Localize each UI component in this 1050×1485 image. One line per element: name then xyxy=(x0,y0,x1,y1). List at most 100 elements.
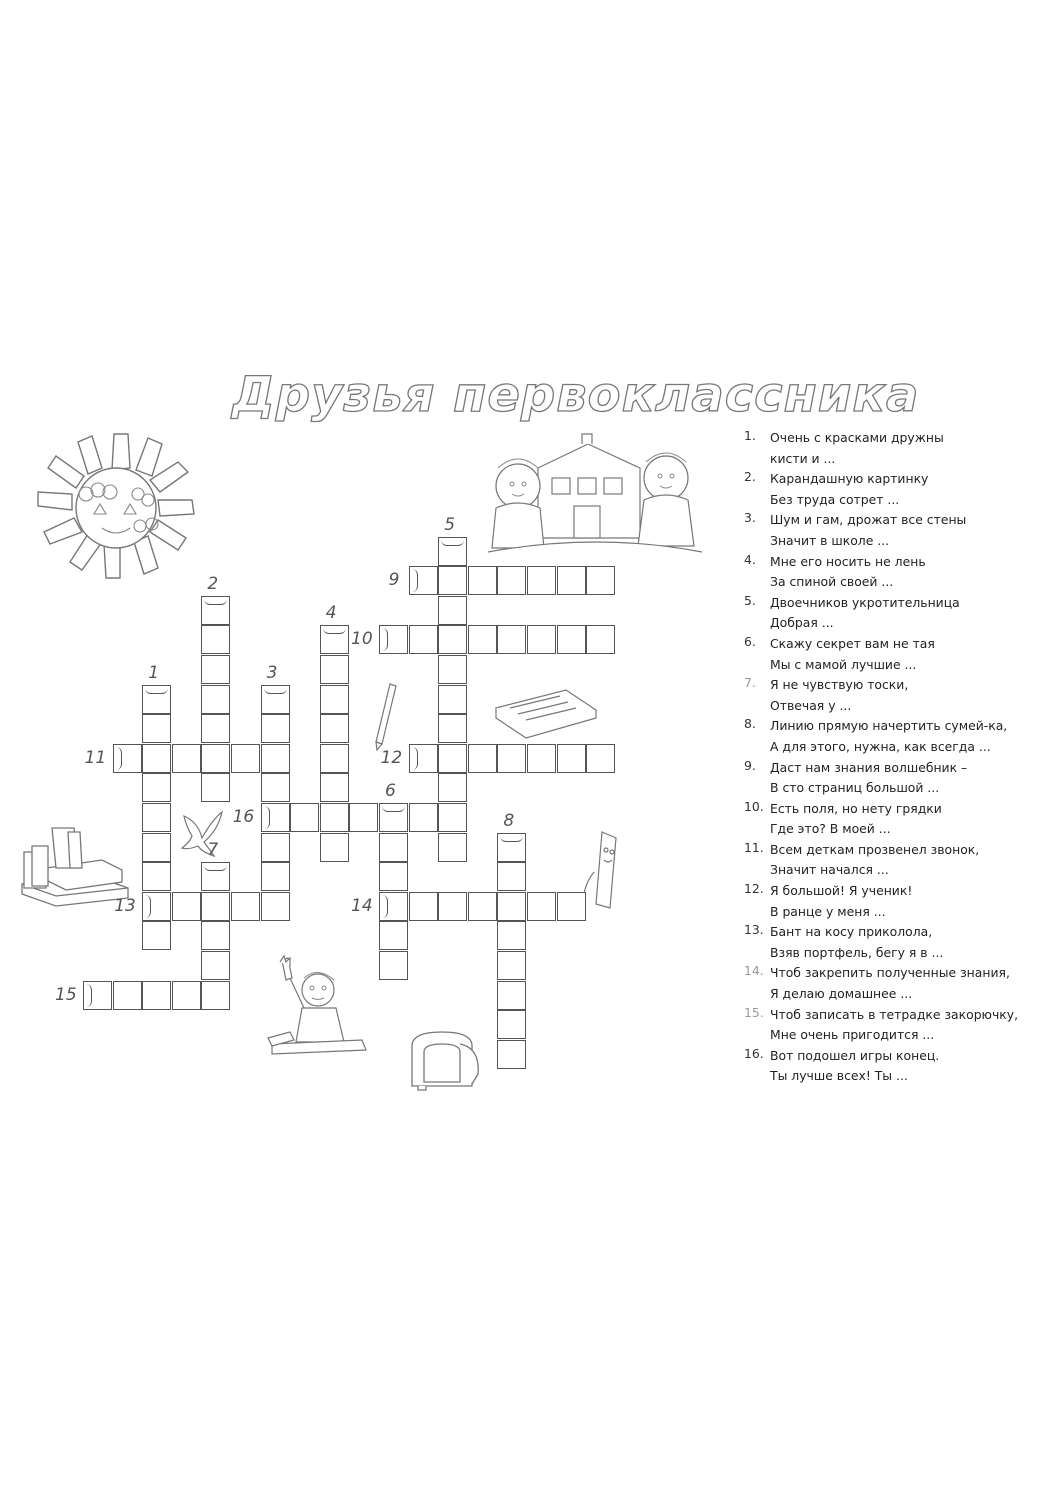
grid-cell[interactable] xyxy=(112,743,142,773)
grid-cell[interactable] xyxy=(467,891,497,921)
grid-cell[interactable] xyxy=(408,566,438,596)
grid-cell[interactable] xyxy=(497,862,527,892)
grid-cell[interactable] xyxy=(438,714,468,744)
grid-cell[interactable] xyxy=(260,803,290,832)
grid-cell[interactable] xyxy=(83,980,112,1010)
grid-cell[interactable] xyxy=(497,1039,527,1069)
grid-cell[interactable] xyxy=(201,921,231,951)
grid-cell[interactable] xyxy=(319,684,349,714)
grid-cell[interactable] xyxy=(171,743,201,773)
grid-cell[interactable] xyxy=(379,891,408,921)
grid-cell[interactable] xyxy=(586,566,616,596)
grid-cell[interactable] xyxy=(379,921,408,951)
grid-cell[interactable] xyxy=(467,743,497,773)
grid-cell[interactable] xyxy=(497,832,527,862)
grid-cell[interactable] xyxy=(379,951,408,980)
grid-cell[interactable] xyxy=(201,951,231,980)
clue-line-2: Отвечая у ... xyxy=(770,697,852,713)
grid-cell[interactable] xyxy=(201,862,231,892)
grid-cell[interactable] xyxy=(260,832,290,862)
grid-cell[interactable] xyxy=(319,743,349,773)
grid-cell[interactable] xyxy=(260,773,290,803)
grid-cell[interactable] xyxy=(319,832,349,862)
grid-cell[interactable] xyxy=(201,595,231,625)
grid-cell[interactable] xyxy=(260,891,290,921)
grid-cell[interactable] xyxy=(438,536,468,566)
grid-cell[interactable] xyxy=(142,980,172,1010)
grid-cell[interactable] xyxy=(379,832,408,862)
grid-cell[interactable] xyxy=(171,891,201,921)
grid-cell[interactable] xyxy=(497,1010,527,1040)
grid-cell[interactable] xyxy=(201,684,231,714)
grid-cell[interactable] xyxy=(319,803,349,832)
clue-number: 8. xyxy=(744,716,756,732)
grid-cell[interactable] xyxy=(527,566,556,596)
grid-cell[interactable] xyxy=(438,803,468,832)
grid-cell[interactable] xyxy=(201,625,231,655)
grid-cell[interactable] xyxy=(408,891,438,921)
grid-cell[interactable] xyxy=(556,566,586,596)
grid-cell[interactable] xyxy=(467,566,497,596)
grid-cell[interactable] xyxy=(497,951,527,980)
grid-cell[interactable] xyxy=(142,891,172,921)
grid-cell[interactable] xyxy=(527,743,556,773)
grid-cell[interactable] xyxy=(438,566,468,596)
grid-cell[interactable] xyxy=(497,980,527,1010)
grid-cell[interactable] xyxy=(260,684,290,714)
grid-cell[interactable] xyxy=(556,625,586,655)
grid-cell[interactable] xyxy=(319,655,349,684)
grid-cell[interactable] xyxy=(438,832,468,862)
grid-cell[interactable] xyxy=(142,714,172,744)
grid-cell[interactable] xyxy=(438,684,468,714)
grid-cell[interactable] xyxy=(586,743,616,773)
grid-cell[interactable] xyxy=(527,891,556,921)
grid-cell[interactable] xyxy=(556,891,586,921)
grid-cell[interactable] xyxy=(379,803,408,832)
grid-cell[interactable] xyxy=(438,773,468,803)
grid-cell[interactable] xyxy=(438,743,468,773)
grid-cell[interactable] xyxy=(349,803,379,832)
grid-cell[interactable] xyxy=(201,891,231,921)
grid-cell[interactable] xyxy=(497,921,527,951)
grid-cell[interactable] xyxy=(201,773,231,803)
grid-cell[interactable] xyxy=(497,566,527,596)
grid-cell[interactable] xyxy=(319,625,349,655)
grid-cell[interactable] xyxy=(231,743,260,773)
grid-cell[interactable] xyxy=(438,625,468,655)
grid-cell[interactable] xyxy=(527,625,556,655)
grid-cell[interactable] xyxy=(260,862,290,892)
grid-cell[interactable] xyxy=(586,625,616,655)
grid-cell[interactable] xyxy=(171,980,201,1010)
grid-cell[interactable] xyxy=(290,803,320,832)
grid-cell[interactable] xyxy=(497,743,527,773)
grid-cell[interactable] xyxy=(142,743,172,773)
grid-cell[interactable] xyxy=(438,891,468,921)
grid-cell[interactable] xyxy=(408,803,438,832)
grid-cell[interactable] xyxy=(142,832,172,862)
grid-cell[interactable] xyxy=(379,862,408,892)
grid-cell[interactable] xyxy=(497,891,527,921)
grid-cell[interactable] xyxy=(438,655,468,684)
grid-cell[interactable] xyxy=(408,625,438,655)
grid-cell[interactable] xyxy=(319,773,349,803)
grid-cell[interactable] xyxy=(408,743,438,773)
grid-cell[interactable] xyxy=(467,625,497,655)
grid-cell[interactable] xyxy=(142,684,172,714)
grid-cell[interactable] xyxy=(201,714,231,744)
grid-cell[interactable] xyxy=(438,595,468,625)
grid-cell[interactable] xyxy=(142,773,172,803)
grid-cell[interactable] xyxy=(260,714,290,744)
grid-cell[interactable] xyxy=(379,625,408,655)
grid-cell[interactable] xyxy=(231,891,260,921)
grid-cell[interactable] xyxy=(260,743,290,773)
grid-cell[interactable] xyxy=(319,714,349,744)
grid-cell[interactable] xyxy=(142,921,172,951)
grid-cell[interactable] xyxy=(201,980,231,1010)
grid-cell[interactable] xyxy=(201,743,231,773)
grid-cell[interactable] xyxy=(142,862,172,892)
grid-cell[interactable] xyxy=(497,625,527,655)
grid-cell[interactable] xyxy=(112,980,142,1010)
grid-cell[interactable] xyxy=(201,655,231,684)
grid-cell[interactable] xyxy=(556,743,586,773)
grid-cell[interactable] xyxy=(142,803,172,832)
